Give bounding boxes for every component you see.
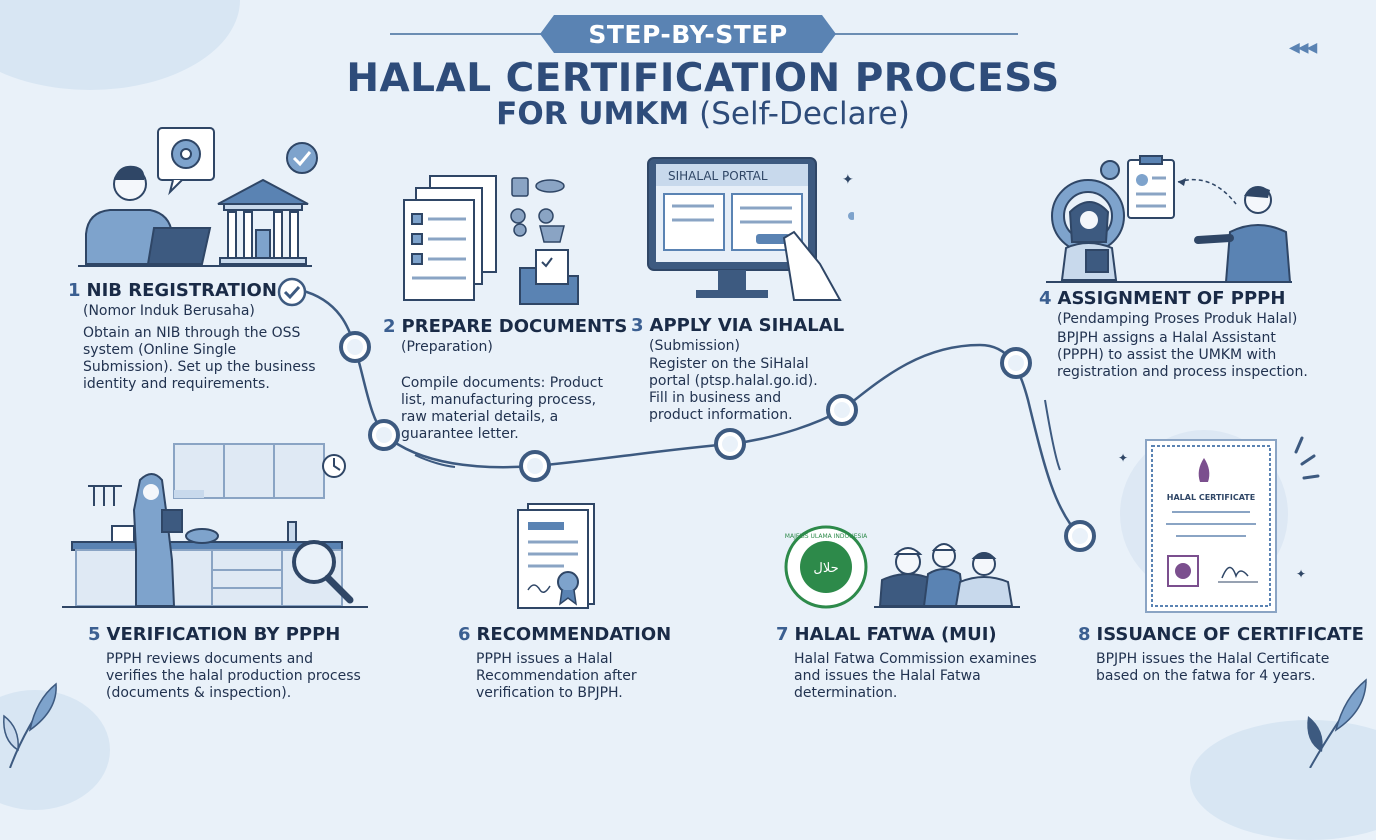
process-path [299, 288, 1096, 552]
step-4-description: BPJPH assigns a Halal Assistant (PPPH) t… [1057, 330, 1308, 380]
mui-illustration: حلال MAJELIS ULAMA INDONESIA [784, 525, 1020, 609]
step-6-description: PPPH issues a Halal Recommendation after… [476, 651, 637, 701]
step-2-number: 2 [383, 316, 396, 337]
page-subtitle: FOR UMKM (Self-Declare) [300, 96, 1106, 132]
tablet-icon [1085, 249, 1109, 273]
mui-seal-text: MAJELIS ULAMA INDONESIA [785, 533, 868, 540]
building-icon [217, 178, 309, 265]
pot-icon [111, 525, 135, 543]
step-8-number: 8 [1078, 624, 1091, 645]
step-8-description: BPJPH issues the Halal Certificate based… [1096, 651, 1330, 684]
small-gear-icon [1100, 160, 1120, 180]
step-3-description: Register on the SiHalal portal (ptsp.hal… [649, 356, 818, 423]
step-6-title: RECOMMENDATION [476, 624, 672, 645]
step-3-title: APPLY VIA SIHALAL [649, 315, 845, 336]
step-3-subtitle: (Submission) [649, 338, 741, 354]
svg-text:حلال: حلال [813, 561, 838, 576]
pointing-hand-icon [782, 230, 842, 301]
step-6-number: 6 [458, 624, 471, 645]
check-circle-icon [286, 142, 318, 174]
step-5-description: PPPH reviews documents and verifies the … [106, 651, 361, 701]
certificate-illustration: HALAL CERTIFICATE ✦ ✦ [1118, 430, 1320, 613]
assistant-illustration [1046, 155, 1292, 283]
laptop-icon [146, 227, 212, 265]
header-banner: STEP-BY-STEP [540, 15, 836, 53]
magnifier-icon [292, 540, 336, 584]
step-4-subtitle: (Pendamping Proses Produk Halal) [1057, 311, 1298, 327]
svg-text:✦: ✦ [1118, 451, 1128, 465]
step-1-title: NIB REGISTRATION [86, 280, 277, 301]
banner-line-right [818, 33, 1018, 35]
monitor-illustration: SIHALAL PORTAL ✦ [647, 157, 854, 301]
kitchen-illustration [62, 443, 368, 608]
ingredient-jar-icon [511, 177, 529, 197]
subtitle-rest: (Self-Declare) [699, 96, 910, 132]
step-1-description: Obtain an NIB through the OSS system (On… [83, 325, 316, 392]
clipboard-icon [1127, 159, 1175, 219]
svg-text:✦: ✦ [842, 172, 854, 188]
step-1-number: 1 [68, 280, 81, 301]
banner-line-left [390, 33, 560, 35]
step-2-description: Compile documents: Product list, manufac… [401, 375, 603, 442]
signature-icon [1221, 566, 1249, 579]
step-4-title: ASSIGNMENT OF PPPH [1057, 288, 1286, 309]
bowl-icon [185, 528, 219, 544]
step-3-number: 3 [631, 315, 644, 336]
laptop-user-illustration [78, 127, 318, 267]
path-accent-1 [414, 454, 456, 468]
step-5-title: VERIFICATION BY PPPH [106, 624, 341, 645]
step-2-subtitle: (Preparation) [401, 339, 493, 355]
path-accent-2 [1044, 399, 1061, 471]
leaf-decoration-right [1307, 678, 1367, 768]
page-title: HALAL CERTIFICATION PROCESS [346, 56, 1060, 101]
step-4-number: 4 [1039, 288, 1052, 309]
recommendation-illustration [517, 503, 595, 609]
cabinet-icon [173, 443, 325, 499]
step-8-title: ISSUANCE OF CERTIFICATE [1096, 624, 1364, 645]
chili-icon [535, 179, 565, 193]
certificate-icon [1145, 439, 1277, 613]
step-7-title: HALAL FATWA (MUI) [794, 624, 997, 645]
subtitle-bold: FOR UMKM [496, 96, 690, 132]
certificate-label: HALAL CERTIFICATE [1167, 493, 1255, 502]
step-2-title: PREPARE DOCUMENTS [401, 316, 628, 337]
step-1-subtitle: (Nomor Induk Berusaha) [83, 303, 255, 319]
svg-text:✦: ✦ [1296, 567, 1306, 581]
step1-check-icon [277, 277, 307, 307]
step-7-description: Halal Fatwa Commission examines and issu… [794, 651, 1037, 701]
inspection-tablet-icon [161, 509, 183, 533]
seal-ribbon-icon [557, 571, 579, 593]
step-5-number: 5 [88, 624, 101, 645]
step-7-number: 7 [776, 624, 789, 645]
documents-illustration [403, 175, 579, 305]
leaf-decoration-left [3, 682, 57, 768]
portal-label: SIHALAL PORTAL [668, 169, 768, 183]
woman-inspector-icon [132, 473, 176, 607]
decorative-arrows-icon: ◀◀◀ [1289, 40, 1317, 56]
